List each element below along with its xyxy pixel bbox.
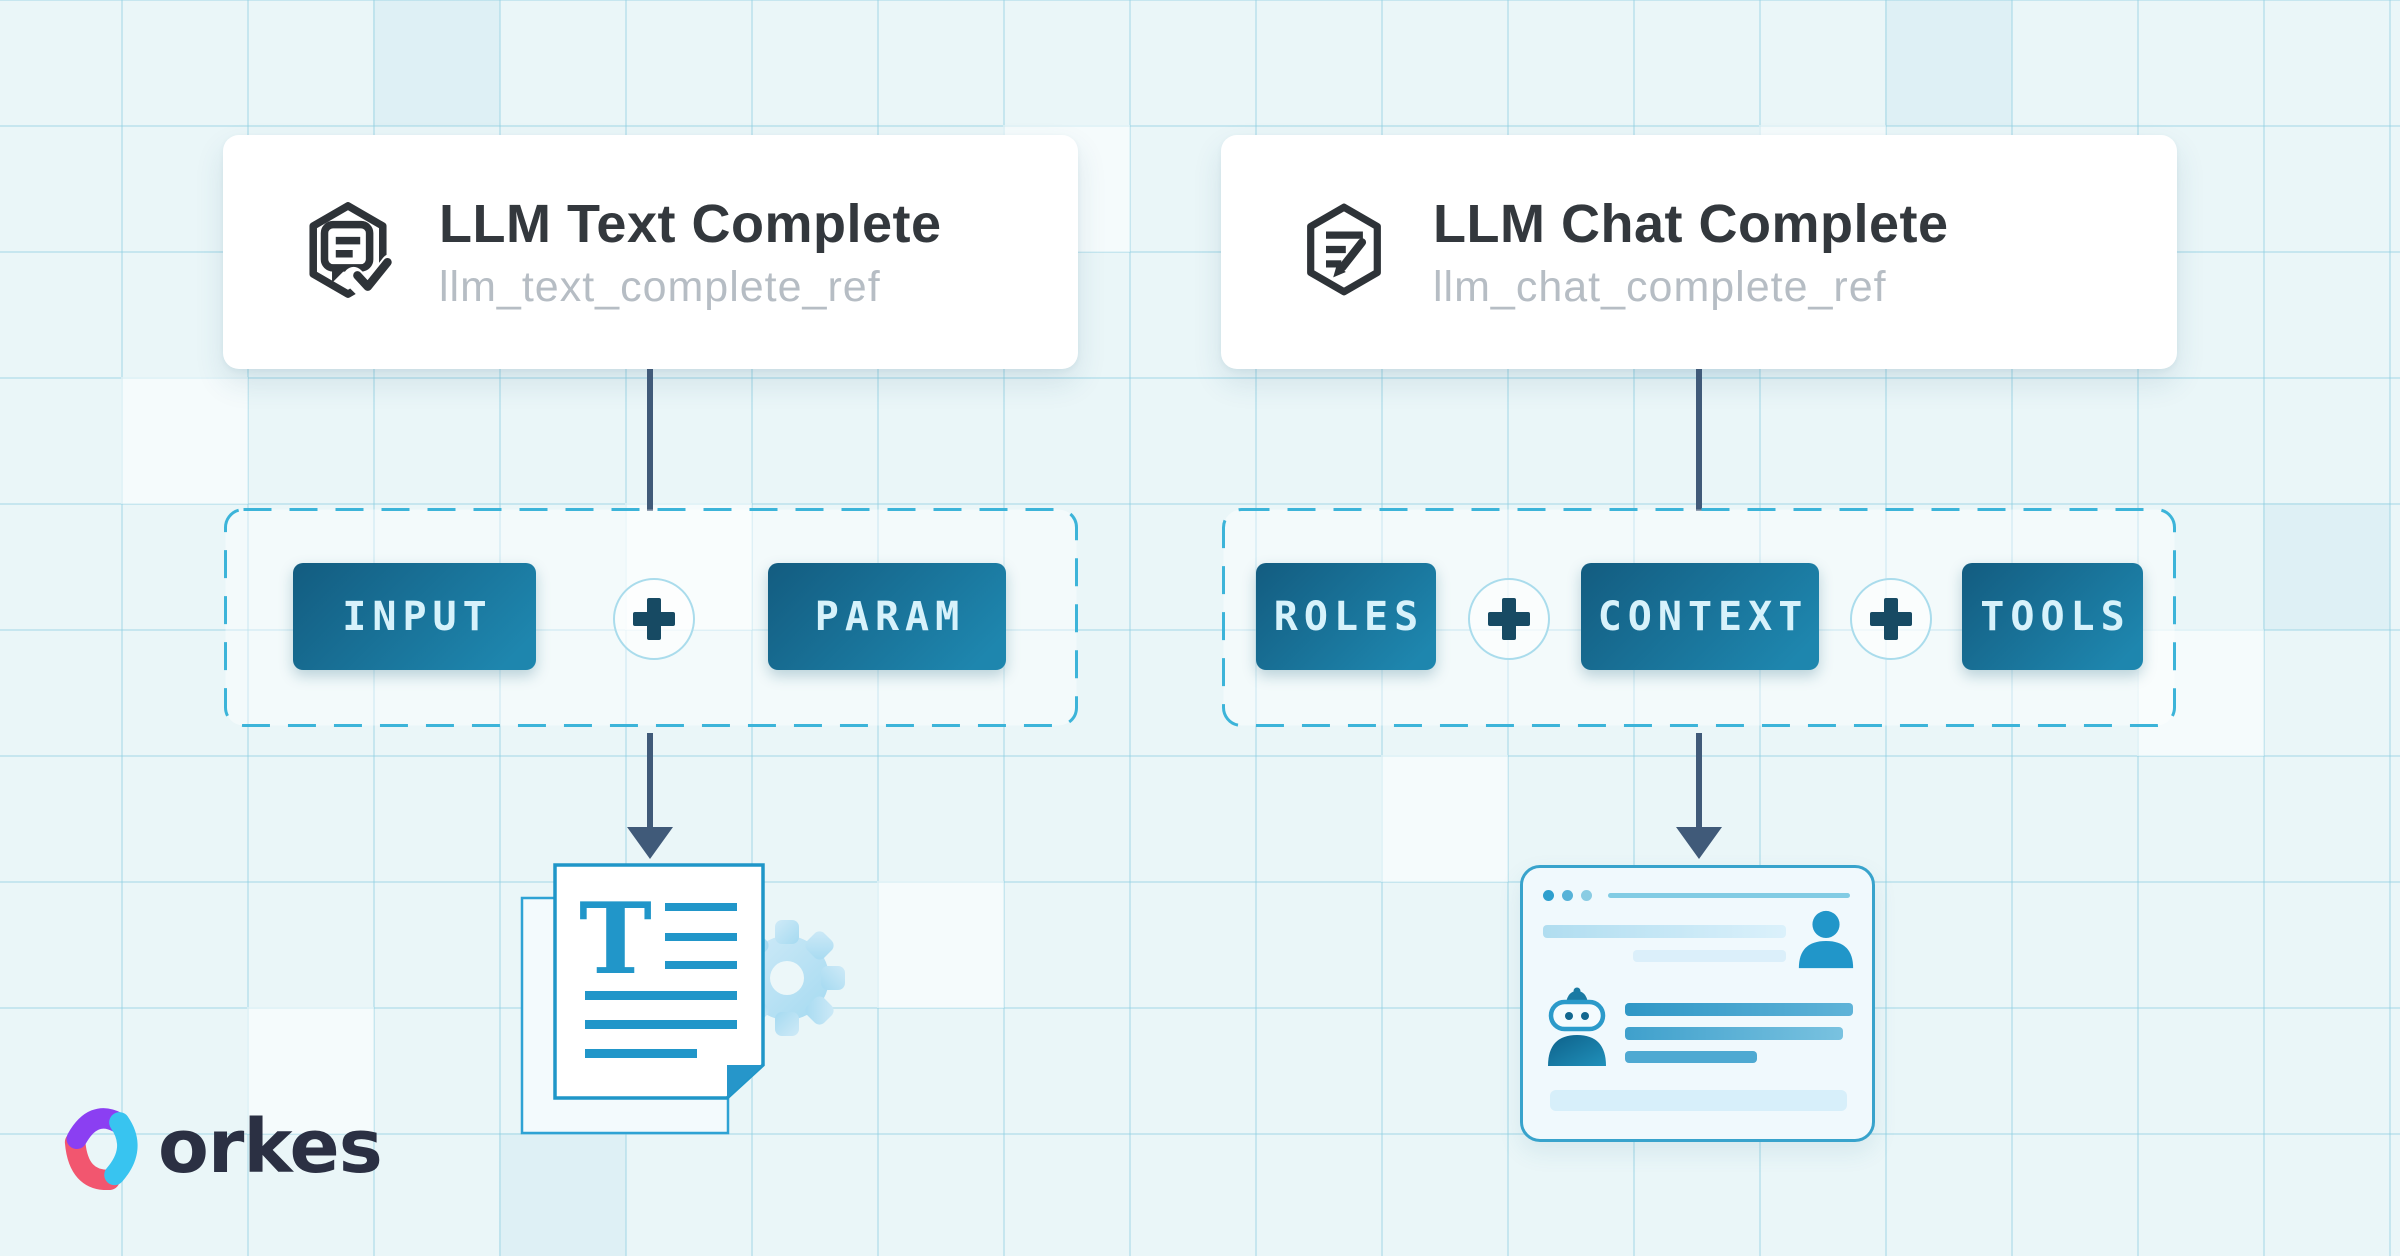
plus-icon: [1468, 578, 1550, 660]
chip-label: ROLES: [1273, 593, 1425, 640]
background-cell: [1381, 755, 1508, 882]
orkes-wordmark: orkes: [158, 1104, 383, 1190]
task-title: LLM Text Complete: [439, 193, 942, 254]
background-cell: [499, 1133, 626, 1256]
chip-label: CONTEXT: [1597, 593, 1809, 640]
arrow-head-icon: [1676, 827, 1722, 859]
orkes-logo-icon: [64, 1108, 138, 1190]
address-bar: [1608, 893, 1850, 898]
bot-message-line: [1625, 1003, 1853, 1016]
background-cell: [121, 377, 248, 504]
task-reference-name: llm_text_complete_ref: [439, 262, 881, 311]
task-title: LLM Chat Complete: [1433, 193, 1949, 254]
bot-message-line: [1625, 1051, 1757, 1063]
orkes-logo: orkes: [62, 1104, 383, 1190]
folded-corner: [727, 1065, 763, 1098]
task-reference-name: llm_chat_complete_ref: [1433, 262, 1887, 311]
robot-icon: [1548, 987, 1606, 1066]
user-icon: [1798, 910, 1854, 969]
note-pencil-hexagon-icon: [1299, 198, 1389, 306]
plus-icon: [613, 578, 695, 660]
background-cell: [1885, 0, 2012, 126]
window-dot-icon: [1581, 890, 1592, 901]
user-message-line: [1633, 950, 1786, 962]
chat-check-hexagon-icon: [301, 200, 402, 305]
task-card-llm-text-complete: LLM Text Complete llm_text_complete_ref: [223, 135, 1078, 369]
chip-context: CONTEXT: [1581, 563, 1819, 670]
background-cell: [877, 881, 1004, 1008]
window-dot-icon: [1543, 890, 1554, 901]
chat-window-illustration: [1520, 865, 1875, 1142]
user-message-line: [1543, 925, 1786, 938]
chip-param: PARAM: [768, 563, 1006, 670]
bot-message-line: [1625, 1027, 1843, 1040]
arrow-head-icon: [627, 827, 673, 859]
input-group-text-complete: INPUT PARAM: [223, 507, 1079, 728]
window-dot-icon: [1562, 890, 1573, 901]
input-group-chat-complete: ROLES CONTEXT TOOLS: [1221, 507, 2177, 728]
chip-label: TOOLS: [1980, 593, 2131, 640]
connector-line: [647, 369, 653, 511]
chip-tools: TOOLS: [1962, 563, 2143, 670]
background-cell: [2263, 503, 2390, 630]
connector-line: [1696, 369, 1702, 511]
plus-icon: [1850, 578, 1932, 660]
text-document-illustration: T: [505, 853, 860, 1148]
chip-input: INPUT: [293, 563, 536, 670]
chip-label: PARAM: [814, 593, 966, 640]
input-bar: [1550, 1090, 1847, 1111]
chip-label: INPUT: [342, 593, 493, 640]
arrow-line: [647, 733, 653, 829]
drop-cap-letter: T: [579, 882, 652, 997]
chip-roles: ROLES: [1256, 563, 1436, 670]
arrow-line: [1696, 733, 1702, 829]
background-cell: [373, 0, 500, 126]
task-card-llm-chat-complete: LLM Chat Complete llm_chat_complete_ref: [1221, 135, 2177, 369]
